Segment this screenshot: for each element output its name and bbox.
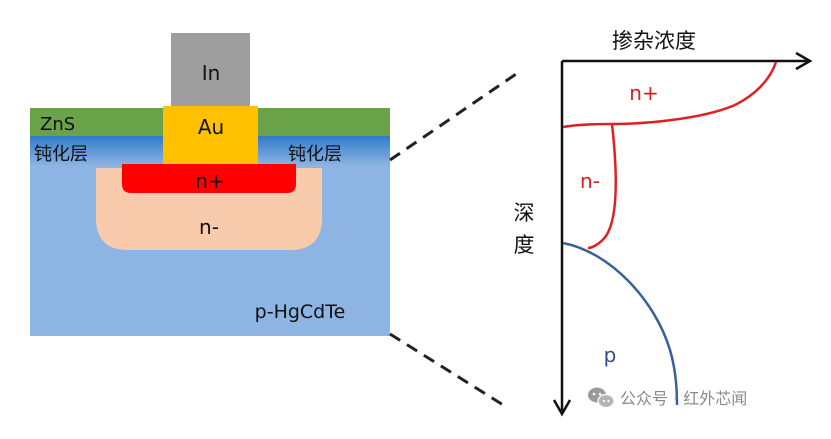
profile-n-minus-label: n-: [580, 169, 600, 193]
wechat-icon: [588, 387, 615, 409]
au-contact: [163, 106, 258, 164]
y-axis-label-bottom: 度: [514, 233, 535, 257]
substrate-label: p-HgCdTe: [255, 301, 346, 323]
watermark: 公众号 · 红外芯闻: [588, 387, 747, 409]
y-axis-label-top: 深: [514, 201, 535, 225]
p-profile-curve: [562, 241, 679, 406]
zoom-connector-bottom: [389, 332, 509, 410]
passivation-label-right: 钝化层: [288, 144, 342, 165]
au-label: Au: [198, 115, 224, 139]
passivation-label-left: 钝化层: [34, 144, 88, 165]
n-plus-label: n+: [195, 169, 224, 193]
n-plus-profile-curve: [562, 61, 778, 129]
x-axis-arrow: [795, 51, 813, 71]
profile-n-plus-label: n+: [629, 81, 658, 105]
zns-label: ZnS: [40, 114, 75, 135]
in-bump: [171, 33, 250, 106]
watermark-text: 公众号 · 红外芯闻: [620, 389, 747, 408]
y-axis-arrow: [552, 399, 572, 417]
doping-profile: 掺杂浓度 深 度 n+ n- p: [514, 29, 813, 417]
profile-p-label: p: [604, 343, 617, 367]
n-plus-region: [122, 164, 296, 193]
in-label: In: [202, 61, 221, 85]
n-minus-profile-curve: [587, 123, 618, 250]
device-cross-section: In Au ZnS 钝化层 钝化层 n+ n- p-HgCdTe: [30, 33, 390, 336]
n-minus-label: n-: [199, 215, 219, 239]
zoom-connector-top: [389, 68, 523, 162]
x-axis-label: 掺杂浓度: [612, 29, 696, 53]
